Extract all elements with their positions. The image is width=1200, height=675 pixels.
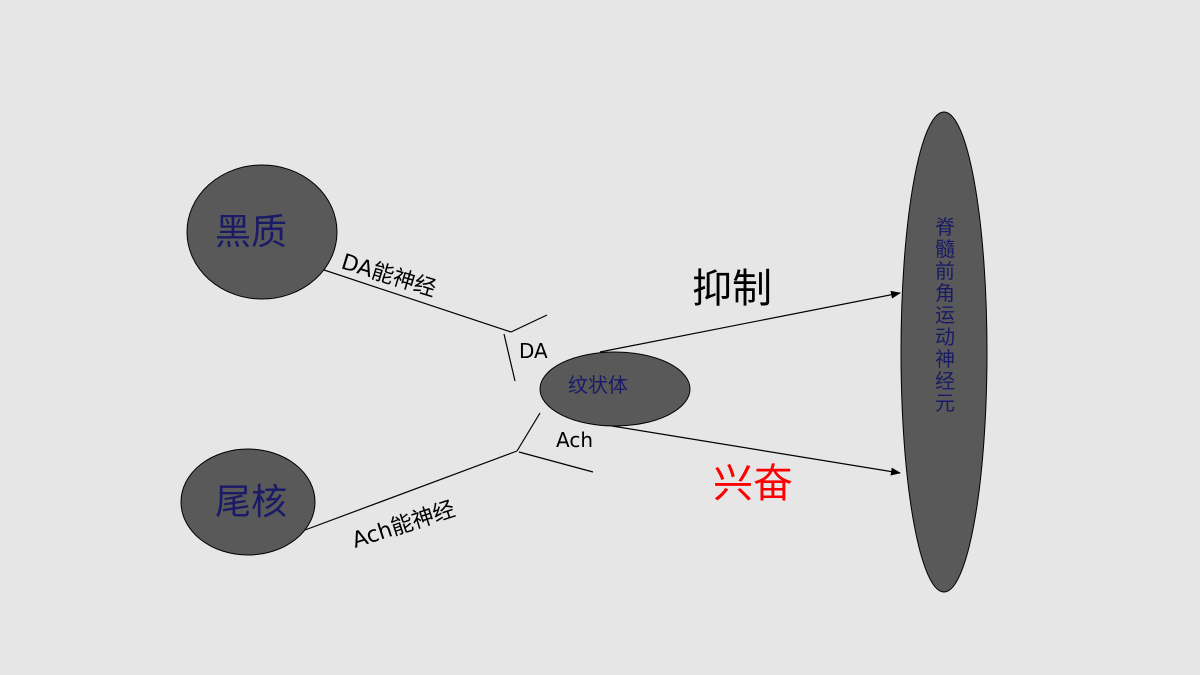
excite-label: 兴奋 <box>713 461 793 507</box>
substantia-nigra-label: 黑质 <box>215 212 287 253</box>
striatum-label: 纹状体 <box>568 373 628 397</box>
da-transmitter-label: DA <box>519 339 548 363</box>
caudate-node <box>180 448 316 556</box>
spinal-label-char: 脊 <box>935 215 955 239</box>
spinal-motor-neuron-label: 脊 髓 前 角 运 动 神 经 元 <box>935 215 955 415</box>
ach-synapse-upper <box>516 412 541 452</box>
da-synapse-upper <box>510 314 548 333</box>
caudate-label: 尾核 <box>215 482 287 523</box>
substantia-nigra-node <box>186 164 338 300</box>
da-synapse-lower <box>503 333 516 382</box>
inhibit-label: 抑制 <box>692 266 772 312</box>
spinal-label-char: 角 <box>935 281 955 305</box>
ach-neuron-label: Ach能神经 <box>349 497 458 554</box>
spinal-label-char: 髓 <box>935 237 955 261</box>
spinal-label-char: 经 <box>935 369 955 393</box>
ach-transmitter-label: Ach <box>556 428 593 452</box>
spinal-motor-neuron-node <box>900 111 988 593</box>
ach-neuron-line <box>304 450 518 531</box>
inhibit-arrow <box>599 290 901 353</box>
ach-synapse-lower <box>518 451 594 473</box>
spinal-label-char: 元 <box>935 391 955 415</box>
da-neuron-label: DA能神经 <box>338 250 439 302</box>
da-neuron-line <box>299 261 512 333</box>
striatum-node <box>539 351 691 427</box>
spinal-label-char: 动 <box>935 325 955 349</box>
spinal-label-char: 运 <box>935 303 955 327</box>
excite-arrow <box>611 425 901 476</box>
spinal-label-char: 神 <box>935 347 955 371</box>
spinal-label-char: 前 <box>935 259 955 283</box>
